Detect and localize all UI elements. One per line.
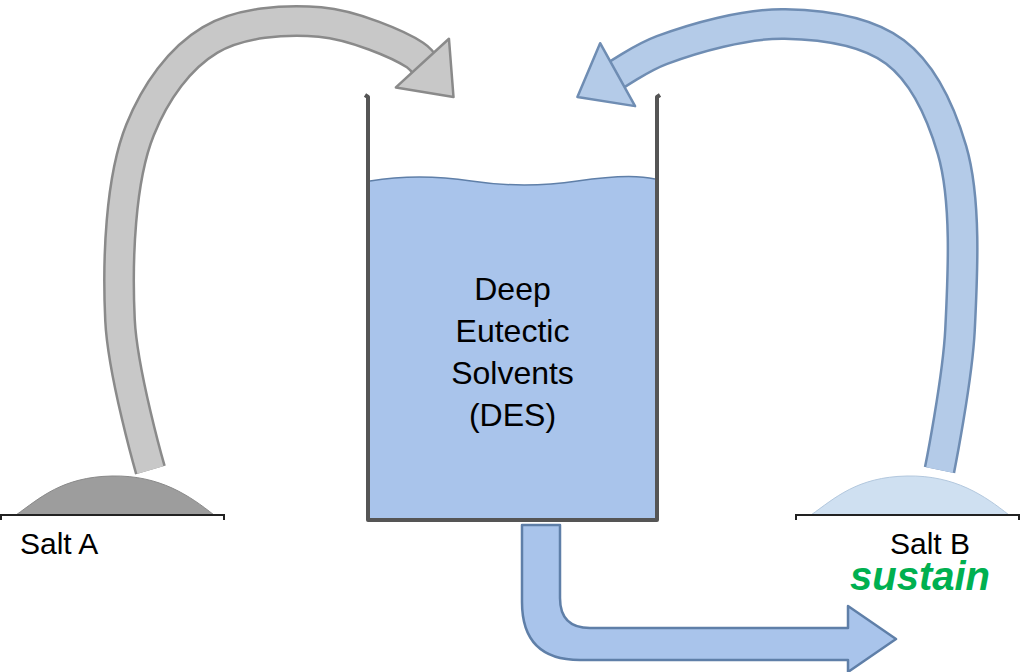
arrow-outline bbox=[612, 24, 962, 470]
salt-pile-node: Salt A bbox=[0, 470, 235, 570]
arrow-head bbox=[396, 39, 454, 97]
beaker-node: Deep Eutectic Solvents (DES) bbox=[365, 95, 660, 523]
arrow-body bbox=[612, 24, 962, 470]
node-label: Deep Eutectic Solvents (DES) bbox=[418, 268, 608, 436]
beaker-outline bbox=[365, 95, 660, 523]
salt-label: Salt A bbox=[20, 526, 98, 562]
arrow-head bbox=[577, 43, 635, 106]
ground-line bbox=[795, 515, 1020, 520]
salt-heap bbox=[16, 476, 214, 515]
ground-line bbox=[0, 515, 225, 520]
output-arrow bbox=[522, 525, 896, 672]
liquid-surface bbox=[370, 176, 655, 185]
outcome-label: sustain bbox=[850, 554, 990, 599]
beaker-wall bbox=[365, 95, 660, 520]
liquid bbox=[370, 176, 655, 518]
salt-heap bbox=[811, 476, 1009, 515]
